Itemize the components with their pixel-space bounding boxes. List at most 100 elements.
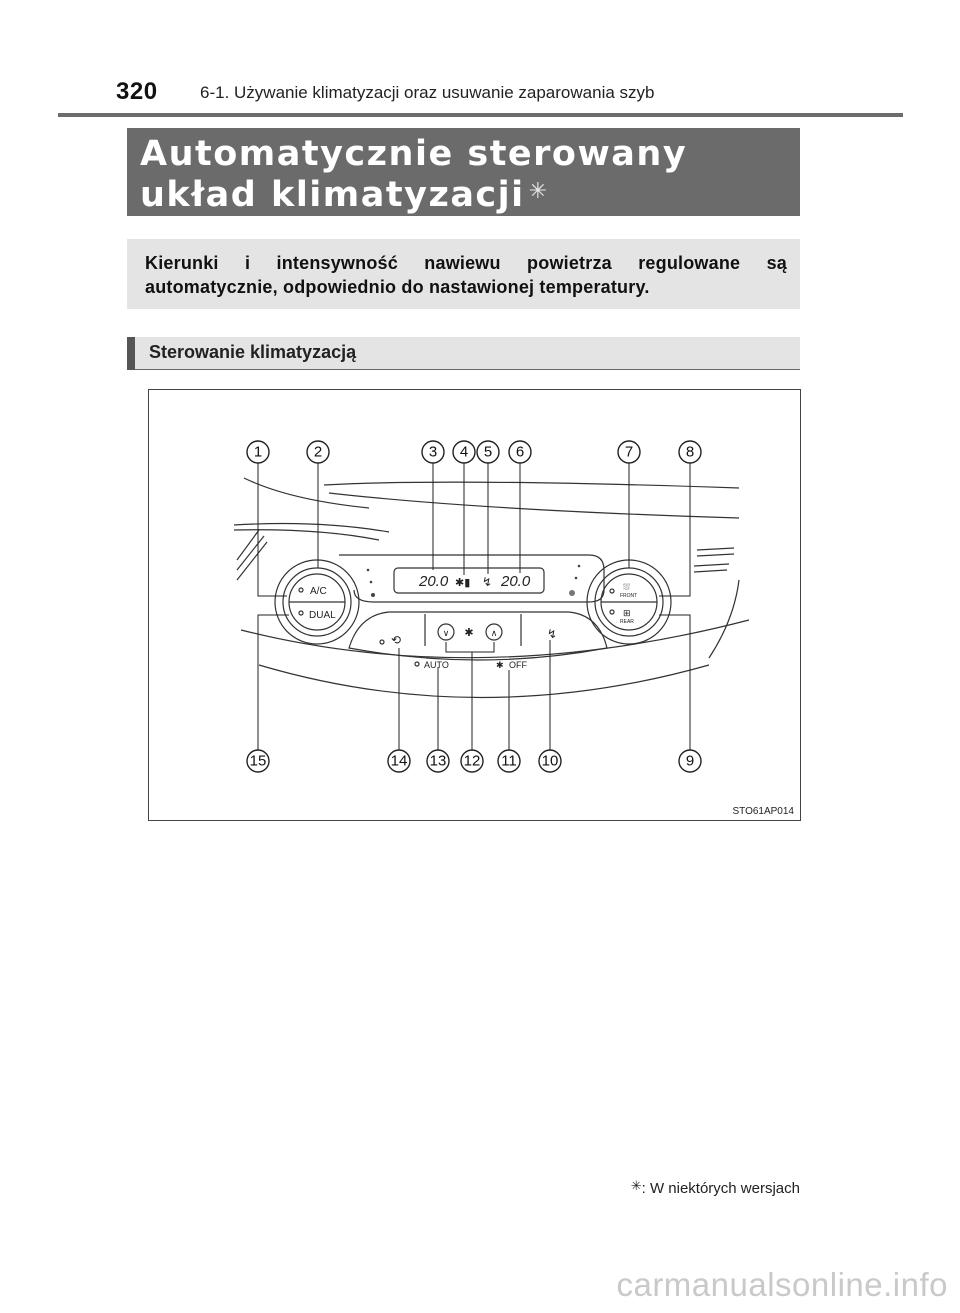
vent-slat xyxy=(693,563,730,567)
center-panel-outline xyxy=(339,554,605,603)
indicator-dot xyxy=(369,580,373,584)
page-title-text: Automatycznie sterowany układ klimatyzac… xyxy=(140,134,688,215)
front-label: FRONT xyxy=(620,593,637,599)
callout-1: 1 xyxy=(246,440,270,464)
off-label: OFF xyxy=(509,660,527,670)
left-temperature-knob xyxy=(274,559,360,645)
svg-text:13: 13 xyxy=(430,753,447,770)
svg-text:10: 10 xyxy=(542,753,559,770)
page-title: Automatycznie sterowany układ klimatyzac… xyxy=(140,134,790,216)
section-heading: Sterowanie klimatyzacją xyxy=(127,337,800,370)
asterisk-icon: ✳ xyxy=(630,1178,642,1193)
vent-slat xyxy=(236,535,265,571)
airflow-button-icon: ↯ xyxy=(547,627,557,641)
callout-12: 12 xyxy=(460,749,484,773)
auto-indicator xyxy=(414,661,420,667)
recirculation-icon: ⟲ xyxy=(391,633,401,647)
rear-indicator xyxy=(609,609,615,615)
leader-line-9 xyxy=(659,614,691,750)
intro-box: Kierunki i intensywność nawiewu powietrz… xyxy=(127,239,800,309)
climate-panel-figure: 20.0 20.0 ✱▮ ↯ A/C DUAL ⛆ FRONT xyxy=(148,389,801,821)
svg-text:8: 8 xyxy=(686,444,694,461)
chevron-up-icon: ∧ xyxy=(491,628,498,638)
svg-text:7: 7 xyxy=(625,444,633,461)
svg-text:15: 15 xyxy=(250,753,267,770)
auto-label: AUTO xyxy=(424,660,449,670)
svg-text:11: 11 xyxy=(501,753,517,770)
dash-line xyxy=(233,529,380,541)
vent-slat xyxy=(236,529,260,561)
front-defog-icon: ⛆ xyxy=(623,582,630,592)
page-number: 320 xyxy=(116,78,158,105)
ac-indicator xyxy=(298,587,304,593)
svg-text:4: 4 xyxy=(460,444,468,461)
callout-10: 10 xyxy=(538,749,562,773)
svg-text:12: 12 xyxy=(464,753,481,770)
ac-label: A/C xyxy=(310,586,327,597)
indicator-dot xyxy=(366,568,370,572)
dual-label: DUAL xyxy=(309,610,336,621)
indicator-dot xyxy=(371,593,375,597)
figure-code: STO61AP014 xyxy=(732,806,794,817)
header-rule xyxy=(58,113,903,117)
callout-7: 7 xyxy=(617,440,641,464)
svg-text:1: 1 xyxy=(254,444,262,461)
callout-3: 3 xyxy=(421,440,445,464)
svg-text:2: 2 xyxy=(314,444,322,461)
svg-text:14: 14 xyxy=(391,753,408,770)
leader-line-8 xyxy=(659,463,691,597)
svg-text:3: 3 xyxy=(429,444,437,461)
console-curve xyxy=(708,579,740,659)
watermark: carmanualsonline.info xyxy=(616,1266,948,1303)
rear-defog-icon: ⊞ xyxy=(623,608,631,618)
off-fan-icon: ✱ xyxy=(496,660,504,670)
leader-bracket-12 xyxy=(445,642,495,653)
footnote: ✳: W niektórych wersjach xyxy=(630,1178,800,1197)
console-curve xyxy=(240,619,750,659)
indicator-dot xyxy=(577,564,581,568)
leader-line-15 xyxy=(257,614,289,750)
fan-down-button xyxy=(437,623,455,641)
callout-2: 2 xyxy=(306,440,330,464)
dash-line xyxy=(233,522,390,533)
asterisk-icon: ✳ xyxy=(528,179,549,204)
dash-line xyxy=(243,477,370,509)
left-temp-display: 20.0 xyxy=(418,573,449,590)
callout-9: 9 xyxy=(678,749,702,773)
leader-line-1 xyxy=(257,463,287,597)
chevron-down-icon: ∨ xyxy=(443,628,450,638)
section-bar xyxy=(127,337,135,370)
vent-slat xyxy=(696,547,735,551)
callout-5: 5 xyxy=(476,440,500,464)
section-heading-text: Sterowanie klimatyzacją xyxy=(149,342,357,362)
title-banner: Automatycznie sterowany układ klimatyzac… xyxy=(127,128,800,216)
display-screen xyxy=(393,567,545,594)
front-indicator xyxy=(609,588,615,594)
intro-text: Kierunki i intensywność nawiewu powietrz… xyxy=(145,253,787,297)
callout-11: 11 xyxy=(497,749,521,773)
climate-panel-illustration: 20.0 20.0 ✱▮ ↯ A/C DUAL ⛆ FRONT xyxy=(233,440,750,773)
callout-15: 15 xyxy=(246,749,270,773)
svg-text:6: 6 xyxy=(516,444,524,461)
airflow-mode-icon: ↯ xyxy=(482,575,492,589)
running-header: 6-1. Używanie klimatyzacji oraz usuwanie… xyxy=(200,83,655,102)
right-temperature-knob xyxy=(586,559,672,645)
dual-indicator xyxy=(298,610,304,616)
dash-line xyxy=(323,481,740,489)
indicator-dot xyxy=(569,590,575,596)
svg-text:5: 5 xyxy=(484,444,492,461)
callout-6: 6 xyxy=(508,440,532,464)
dash-line xyxy=(328,492,740,519)
vent-slat xyxy=(693,569,728,573)
callout-8: 8 xyxy=(678,440,702,464)
lower-control-strip xyxy=(348,611,608,661)
rear-label: REAR xyxy=(620,619,634,625)
recirc-indicator xyxy=(379,639,385,645)
fan-up-button xyxy=(485,623,503,641)
footnote-text: : W niektórych wersjach xyxy=(641,1180,800,1197)
fan-icon: ✱ xyxy=(464,627,473,639)
vent-slat xyxy=(696,553,735,557)
console-curve xyxy=(258,664,710,699)
callout-13: 13 xyxy=(426,749,450,773)
svg-text:9: 9 xyxy=(686,753,694,770)
